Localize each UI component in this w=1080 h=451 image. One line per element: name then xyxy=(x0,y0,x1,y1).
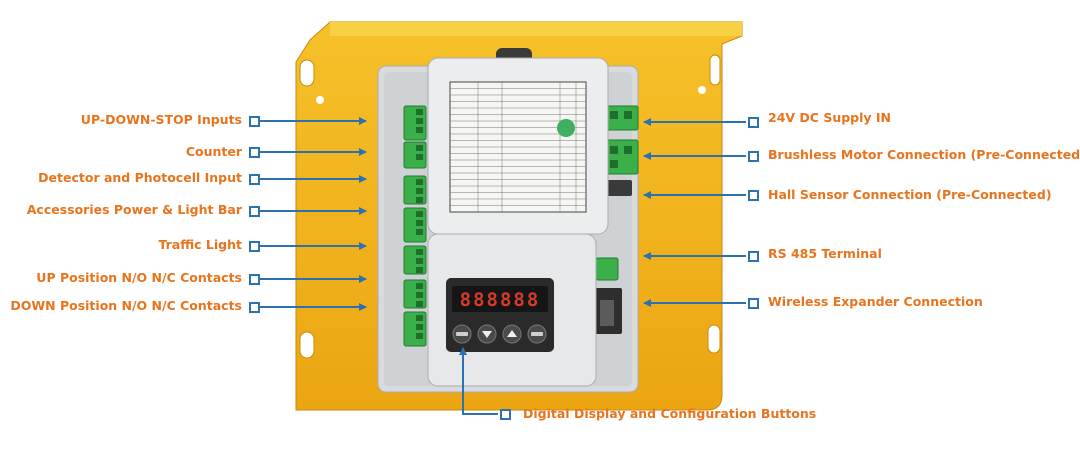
terminal-rs485 xyxy=(595,257,619,281)
terminal-24v xyxy=(603,105,639,131)
bracket-slot xyxy=(709,54,721,86)
terminal-motor xyxy=(603,139,639,175)
label-left-1: Counter xyxy=(185,144,242,159)
marker-left-2 xyxy=(249,174,260,185)
terminal-block xyxy=(403,175,427,205)
callout-arrows xyxy=(260,117,746,415)
terminal-block xyxy=(403,141,427,169)
label-bottom: Digital Display and Configuration Button… xyxy=(523,406,817,421)
marker-left-1 xyxy=(249,147,260,158)
menu-button[interactable] xyxy=(452,324,472,344)
marker-left-3 xyxy=(249,206,260,217)
terminal-block xyxy=(403,105,427,141)
display-readout: 888888 xyxy=(460,289,541,311)
set-button[interactable] xyxy=(527,324,547,344)
callout-arrow xyxy=(459,347,498,415)
up-button[interactable] xyxy=(502,324,522,344)
left-terminal-blocks xyxy=(403,105,427,347)
set-icon xyxy=(531,332,543,336)
marker-right-0 xyxy=(748,117,759,128)
marker-left-0 xyxy=(249,116,260,127)
terminal-block xyxy=(403,207,427,243)
bracket-slot xyxy=(707,324,721,354)
label-right-1: Brushless Motor Connection (Pre-Connecte… xyxy=(768,147,1080,162)
marker-right-1 xyxy=(748,151,759,162)
marker-left-5 xyxy=(249,274,260,285)
marker-left-6 xyxy=(249,302,260,313)
right-terminal-blocks xyxy=(594,105,639,334)
marker-bottom xyxy=(500,409,511,420)
triangle-up-icon xyxy=(507,330,517,337)
label-right-3: RS 485 Terminal xyxy=(768,246,882,261)
label-left-5: UP Position N/O N/C Contacts xyxy=(36,270,242,285)
bracket-slot xyxy=(299,59,315,87)
bracket-hole xyxy=(316,96,324,104)
display-cover: 888888 xyxy=(427,233,597,387)
parameter-table-rows xyxy=(450,82,586,212)
top-cover xyxy=(427,48,609,235)
bracket-hole xyxy=(698,86,706,94)
terminal-block xyxy=(403,245,427,275)
marker-right-3 xyxy=(748,251,759,262)
triangle-down-icon xyxy=(482,331,492,338)
marker-left-4 xyxy=(249,241,260,252)
terminal-block xyxy=(403,279,427,309)
down-button[interactable] xyxy=(477,324,497,344)
label-right-4: Wireless Expander Connection xyxy=(768,294,983,309)
label-right-2: Hall Sensor Connection (Pre-Connected) xyxy=(768,187,1052,202)
label-right-0: 24V DC Supply IN xyxy=(768,110,892,125)
marker-right-4 xyxy=(748,298,759,309)
label-left-4: Traffic Light xyxy=(158,237,242,252)
label-left-3: Accessories Power & Light Bar xyxy=(26,202,242,217)
sticker-icon xyxy=(557,119,575,137)
marker-right-2 xyxy=(748,190,759,201)
menu-icon xyxy=(456,332,468,336)
terminal-block xyxy=(403,311,427,347)
hall-sensor-connector xyxy=(606,180,632,196)
label-left-2: Detector and Photocell Input xyxy=(38,170,242,185)
bracket-slot xyxy=(299,331,315,359)
label-left-0: UP-DOWN-STOP Inputs xyxy=(80,112,242,127)
digital-display xyxy=(452,286,548,312)
label-left-6: DOWN Position N/O N/C Contacts xyxy=(10,298,242,313)
